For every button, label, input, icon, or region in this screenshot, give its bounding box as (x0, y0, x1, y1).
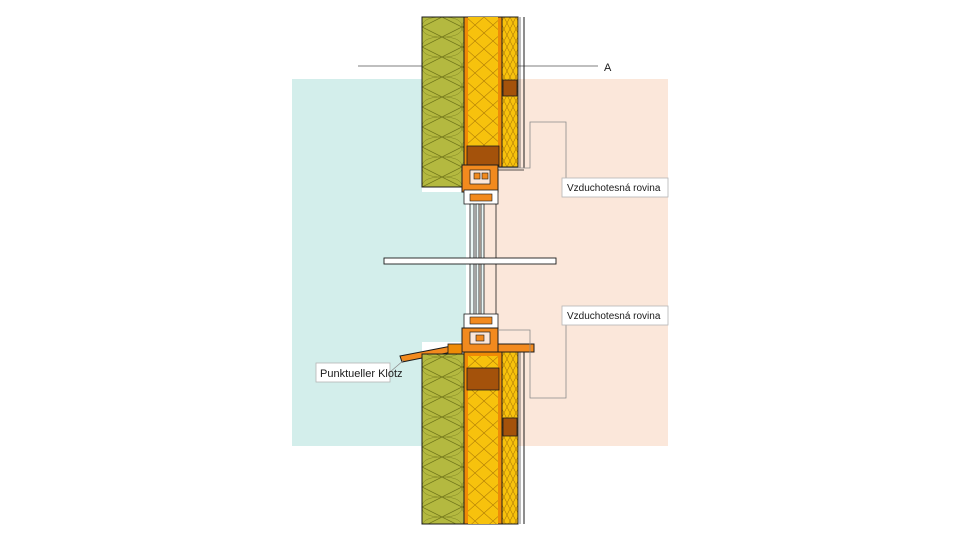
support-block-label-box (315, 362, 391, 383)
timber-stud-upper-2 (466, 145, 500, 167)
wood-fiber-layer-upper (468, 17, 498, 165)
airtight-leader-upper (498, 121, 567, 188)
airtight-label-box-lower (561, 305, 669, 326)
service-cavity-lower (501, 351, 519, 525)
support-block-label: Punktueller Klotz (320, 368, 403, 380)
break-line (383, 257, 557, 265)
opening-zone-exterior (422, 192, 466, 342)
upper-wall (421, 16, 525, 188)
airtight-plane-label-lower: Vzduchotesná rovina (567, 311, 661, 322)
mineral-wool-layer-upper (421, 16, 465, 188)
window-head-frame (461, 164, 524, 205)
timber-stud-lower-1 (466, 367, 500, 391)
airtight-plane-label-upper: Vzduchotesná rovina (567, 183, 661, 194)
airtight-leader-lower (498, 316, 567, 399)
timber-stud-upper-1 (502, 79, 518, 97)
airtight-label-box-upper (561, 177, 669, 198)
support-block-leader (389, 359, 405, 373)
timber-stud-lower-2 (502, 417, 518, 437)
mineral-wool-layer-lower (421, 353, 465, 525)
lower-wall (421, 351, 525, 525)
section-marker-label: A (604, 62, 612, 74)
